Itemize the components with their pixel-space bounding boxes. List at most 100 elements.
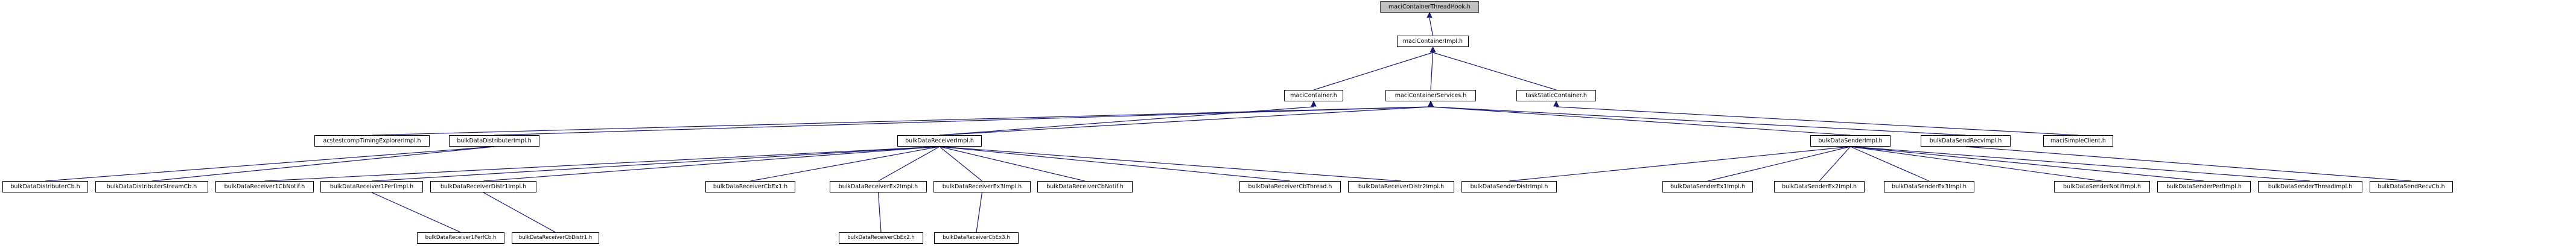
graph-node-label: bulkDataReceiverEx3Impl.h — [942, 183, 1022, 190]
graph-node-bulkdatasenderex2impl[interactable]: bulkDataSenderEx2Impl.h — [1774, 181, 1865, 192]
graph-node-label: bulkDataDistributerCb.h — [10, 183, 80, 190]
graph-node-bulkdatareceiver1cbnotif[interactable]: bulkDataReceiver1CbNotif.h — [215, 181, 314, 192]
edge-line — [1850, 146, 2204, 182]
graph-node-bulkdatasenderdistrimpl[interactable]: bulkDataSenderDistrImpl.h — [1461, 181, 1557, 192]
graph-node-label: bulkDataSenderImpl.h — [1818, 137, 1883, 144]
graph-node-label: bulkDataSendRecvCb.h — [2377, 183, 2445, 190]
graph-node-label: bulkDataReceiver1CbNotif.h — [224, 183, 305, 190]
edge-line — [372, 106, 1431, 136]
graph-node-bulkdatasenderperfimpl[interactable]: bulkDataSenderPerfImpl.h — [2157, 181, 2251, 192]
graph-node-label: bulkDataSenderPerfImpl.h — [2166, 183, 2242, 190]
graph-node-bulkdatareceivercbthread[interactable]: bulkDataReceiverCbThread.h — [1239, 181, 1341, 192]
edge-line — [1430, 106, 1851, 136]
graph-node-bulkdatasendrecvimpl[interactable]: bulkDataSendRecvImpl.h — [1921, 135, 2011, 147]
graph-node-macicontainerthreadhook[interactable]: maciContainerThreadHook.h — [1380, 1, 1479, 13]
graph-node-label: bulkDataSenderThreadImpl.h — [2268, 183, 2353, 190]
edge-line — [1433, 52, 1557, 91]
graph-node-label: bulkDataDistributerImpl.h — [457, 137, 532, 144]
edge-line — [939, 146, 1086, 182]
graph-node-bulkdatasenderimpl[interactable]: bulkDataSenderImpl.h — [1810, 135, 1891, 147]
edge-line — [1965, 146, 2412, 182]
edge-line — [151, 146, 495, 182]
edge-arrowhead — [1311, 100, 1317, 107]
graph-node-bulkdatareceivercbdistr1[interactable]: bulkDataReceiverCbDistr1.h — [512, 232, 599, 244]
edge-line — [1430, 52, 1434, 91]
edge-line — [45, 146, 495, 182]
graph-node-label: bulkDataReceiverCbNotif.h — [1046, 183, 1124, 190]
graph-node-bulkdatadistributerstreamcb[interactable]: bulkDataDistributerStreamCb.h — [95, 181, 208, 192]
edge-line — [1850, 146, 1930, 182]
edge-line — [494, 106, 1431, 136]
graph-node-bulkdatareceiverex2impl[interactable]: bulkDataReceiverEx2Impl.h — [830, 181, 927, 192]
graph-node-label: bulkDataReceiverImpl.h — [905, 137, 974, 144]
graph-node-macisimpleclient[interactable]: maciSimpleClient.h — [2043, 135, 2113, 147]
edge-line — [750, 146, 940, 182]
graph-node-label: bulkDataSenderDistrImpl.h — [1470, 183, 1548, 190]
graph-node-bulkdatareceivercbnotif[interactable]: bulkDataReceiverCbNotif.h — [1037, 181, 1133, 192]
graph-node-bulkdatareceiver1perfcb[interactable]: bulkDataReceiver1PerfCb.h — [417, 232, 504, 244]
graph-node-label: bulkDataReceiver1PerfImpl.h — [329, 183, 414, 190]
edge-line — [264, 146, 940, 182]
edge-line — [1556, 106, 2079, 136]
edge-line — [483, 146, 940, 182]
graph-node-macicontainer[interactable]: maciContainer.h — [1284, 90, 1343, 101]
graph-node-bulkdatareceivercbex1[interactable]: bulkDataReceiverCbEx1.h — [705, 181, 795, 192]
graph-node-bulkdatareceiverdistr1impl[interactable]: bulkDataReceiverDistr1Impl.h — [430, 181, 536, 192]
edge-line — [483, 192, 556, 233]
graph-node-acstestcomptimingexplorerimpl[interactable]: acstestcompTimingExplorerImpl.h — [314, 135, 430, 147]
graph-node-label: bulkDataReceiverCbThread.h — [1248, 183, 1332, 190]
edge-line — [878, 146, 940, 182]
graph-node-bulkdatareceivercbex3[interactable]: bulkDataReceiverCbEx3.h — [934, 232, 1019, 244]
edge-line — [877, 192, 882, 233]
edge-arrowhead — [1553, 100, 1559, 107]
graph-node-bulkdatareceiver1perfimpl[interactable]: bulkDataReceiver1PerfImpl.h — [320, 181, 423, 192]
edge-line — [939, 146, 1402, 182]
graph-node-bulkdatareceiverimpl[interactable]: bulkDataReceiverImpl.h — [897, 135, 982, 147]
edge-line — [1429, 17, 1434, 36]
graph-node-label: maciContainerThreadHook.h — [1388, 3, 1471, 10]
graph-node-label: maciSimpleClient.h — [2050, 137, 2106, 144]
edge-line — [1850, 146, 2102, 182]
edge-line — [1707, 146, 1851, 182]
edge-line — [939, 106, 1314, 136]
graph-node-label: bulkDataSendRecvImpl.h — [1929, 137, 2002, 144]
graph-node-label: bulkDataReceiver1PerfCb.h — [425, 235, 497, 241]
graph-node-label: bulkDataReceiverDistr1Impl.h — [440, 183, 527, 190]
graph-node-macicontainerimpl[interactable]: maciContainerImpl.h — [1397, 36, 1469, 47]
graph-node-bulkdatasenderex1impl[interactable]: bulkDataSenderEx1Impl.h — [1662, 181, 1753, 192]
graph-node-label: maciContainerServices.h — [1395, 92, 1467, 99]
edge-line — [1509, 146, 1851, 182]
graph-node-label: bulkDataSenderEx2Impl.h — [1782, 183, 1857, 190]
edge-line — [1819, 146, 1851, 182]
graph-node-bulkdatadistributercb[interactable]: bulkDataDistributerCb.h — [2, 181, 88, 192]
graph-node-label: bulkDataReceiverEx2Impl.h — [838, 183, 918, 190]
edge-line — [1430, 106, 1966, 136]
graph-node-label: bulkDataReceiverCbEx2.h — [847, 235, 915, 241]
edge-line — [939, 146, 1291, 182]
graph-node-label: maciContainerImpl.h — [1402, 37, 1463, 45]
graph-node-label: bulkDataReceiverDistr2Impl.h — [1358, 183, 1445, 190]
edge-arrowhead — [1428, 100, 1434, 107]
graph-node-label: taskStaticContainer.h — [1525, 92, 1587, 99]
graph-node-bulkdatareceiverex3impl[interactable]: bulkDataReceiverEx3Impl.h — [933, 181, 1031, 192]
graph-node-label: bulkDataReceiverCbDistr1.h — [518, 235, 593, 241]
graph-node-bulkdatasendernotifimpl[interactable]: bulkDataSenderNotifImpl.h — [2054, 181, 2150, 192]
edge-line — [939, 146, 982, 182]
graph-node-bulkdatasenderex3impl[interactable]: bulkDataSenderEx3Impl.h — [1884, 181, 1974, 192]
edge-line — [1313, 52, 1433, 91]
graph-node-label: bulkDataDistributerStreamCb.h — [106, 183, 197, 190]
graph-node-bulkdatasenderthreadimpl[interactable]: bulkDataSenderThreadImpl.h — [2258, 181, 2362, 192]
graph-node-taskstaticcontainer[interactable]: taskStaticContainer.h — [1516, 90, 1596, 101]
graph-node-bulkdatasendrecvcb[interactable]: bulkDataSendRecvCb.h — [2370, 181, 2453, 192]
graph-node-bulkdatadistributerimpl[interactable]: bulkDataDistributerImpl.h — [449, 135, 539, 147]
edge-line — [371, 192, 461, 233]
edge-line — [1850, 146, 2310, 182]
graph-node-macicontainerservices[interactable]: maciContainerServices.h — [1385, 90, 1476, 101]
graph-node-label: bulkDataReceiverCbEx1.h — [713, 183, 788, 190]
graph-node-label: acstestcompTimingExplorerImpl.h — [323, 137, 421, 144]
graph-node-bulkdatareceiverdistr2impl[interactable]: bulkDataReceiverDistr2Impl.h — [1348, 181, 1454, 192]
graph-node-label: bulkDataSenderEx1Impl.h — [1670, 183, 1745, 190]
graph-node-bulkdatareceivercbex2[interactable]: bulkDataReceiverCbEx2.h — [839, 232, 923, 244]
edge-line — [371, 146, 940, 182]
